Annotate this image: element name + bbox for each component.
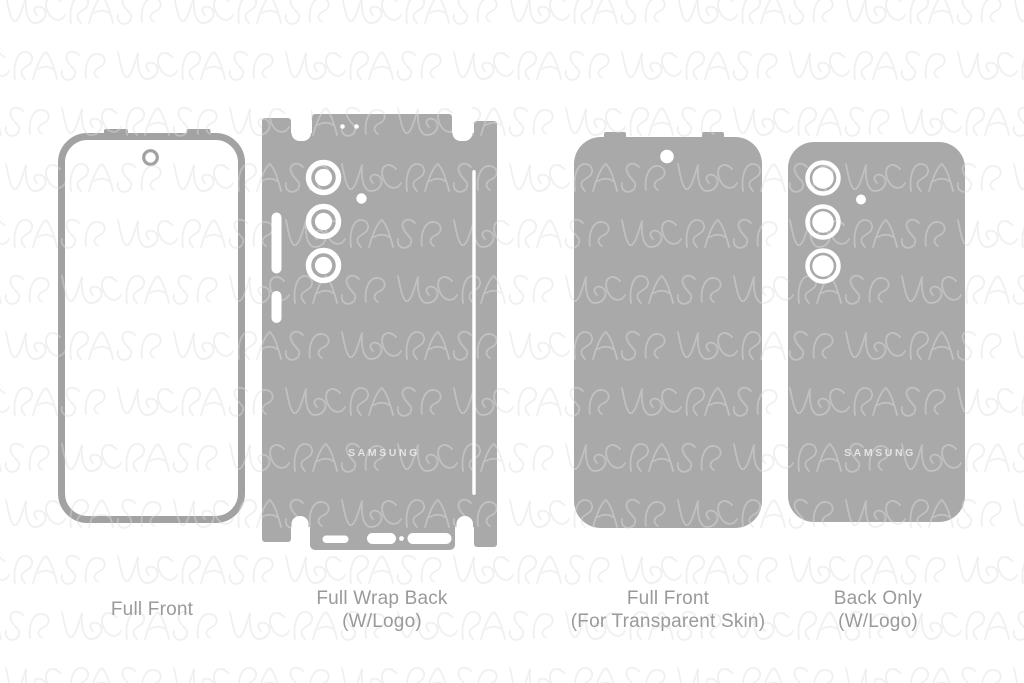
caption-line: (W/Logo)	[838, 611, 918, 632]
camera-lens-hole	[812, 255, 834, 277]
caption-line: (W/Logo)	[342, 611, 422, 632]
usb-port-cutout	[367, 533, 396, 544]
camera-lens-hole	[314, 168, 333, 187]
caption-line: Full Front	[626, 588, 710, 609]
caption-line: (For Transparent Skin)	[570, 611, 766, 632]
mic-hole	[340, 124, 345, 129]
caption-back-only: Back Only (W/Logo)	[786, 587, 970, 633]
camera-lens-hole	[314, 212, 333, 231]
samsung-logo: SAMSUNG	[348, 447, 420, 459]
front-panel	[574, 137, 762, 528]
bottom-left-notch	[291, 516, 309, 556]
camera-lens-hole	[812, 167, 834, 189]
punch-hole-camera	[142, 149, 159, 166]
top-left-notch	[291, 102, 311, 141]
camera-lens-hole	[812, 211, 834, 233]
volume-button-slot	[271, 212, 282, 274]
phone-full-front-transparent	[574, 132, 762, 528]
back-panel	[788, 142, 965, 522]
top-right-notch	[452, 102, 473, 141]
flash-hole	[856, 194, 866, 205]
caption-line: Back Only	[833, 588, 923, 609]
caption-line: Full Front	[110, 599, 194, 620]
bottom-right-notch	[456, 516, 473, 556]
phone-full-wrap-back: SAMSUNG	[262, 102, 497, 556]
caption-line: Full Wrap Back	[316, 588, 448, 609]
phone-full-front	[58, 129, 245, 523]
phone-back-only: SAMSUNG	[788, 142, 965, 522]
speaker-cutout	[407, 533, 452, 544]
power-button-slot	[271, 291, 282, 323]
caption-full-wrap-back: Full Wrap Back (W/Logo)	[292, 587, 472, 633]
front-outline	[58, 133, 245, 523]
back-panel	[285, 133, 474, 527]
sim-tray-slot	[322, 535, 349, 543]
punch-hole-camera	[660, 149, 674, 164]
caption-full-front-transparent: Full Front (For Transparent Skin)	[556, 587, 780, 633]
caption-full-front: Full Front	[60, 598, 244, 621]
samsung-logo: SAMSUNG	[844, 447, 916, 459]
side-flap-seam-cut	[472, 170, 476, 495]
flash-hole	[356, 193, 367, 204]
mic-hole	[354, 124, 359, 129]
camera-lens-hole	[314, 256, 333, 275]
right-side-flap	[474, 121, 497, 547]
mic-hole	[399, 536, 404, 541]
